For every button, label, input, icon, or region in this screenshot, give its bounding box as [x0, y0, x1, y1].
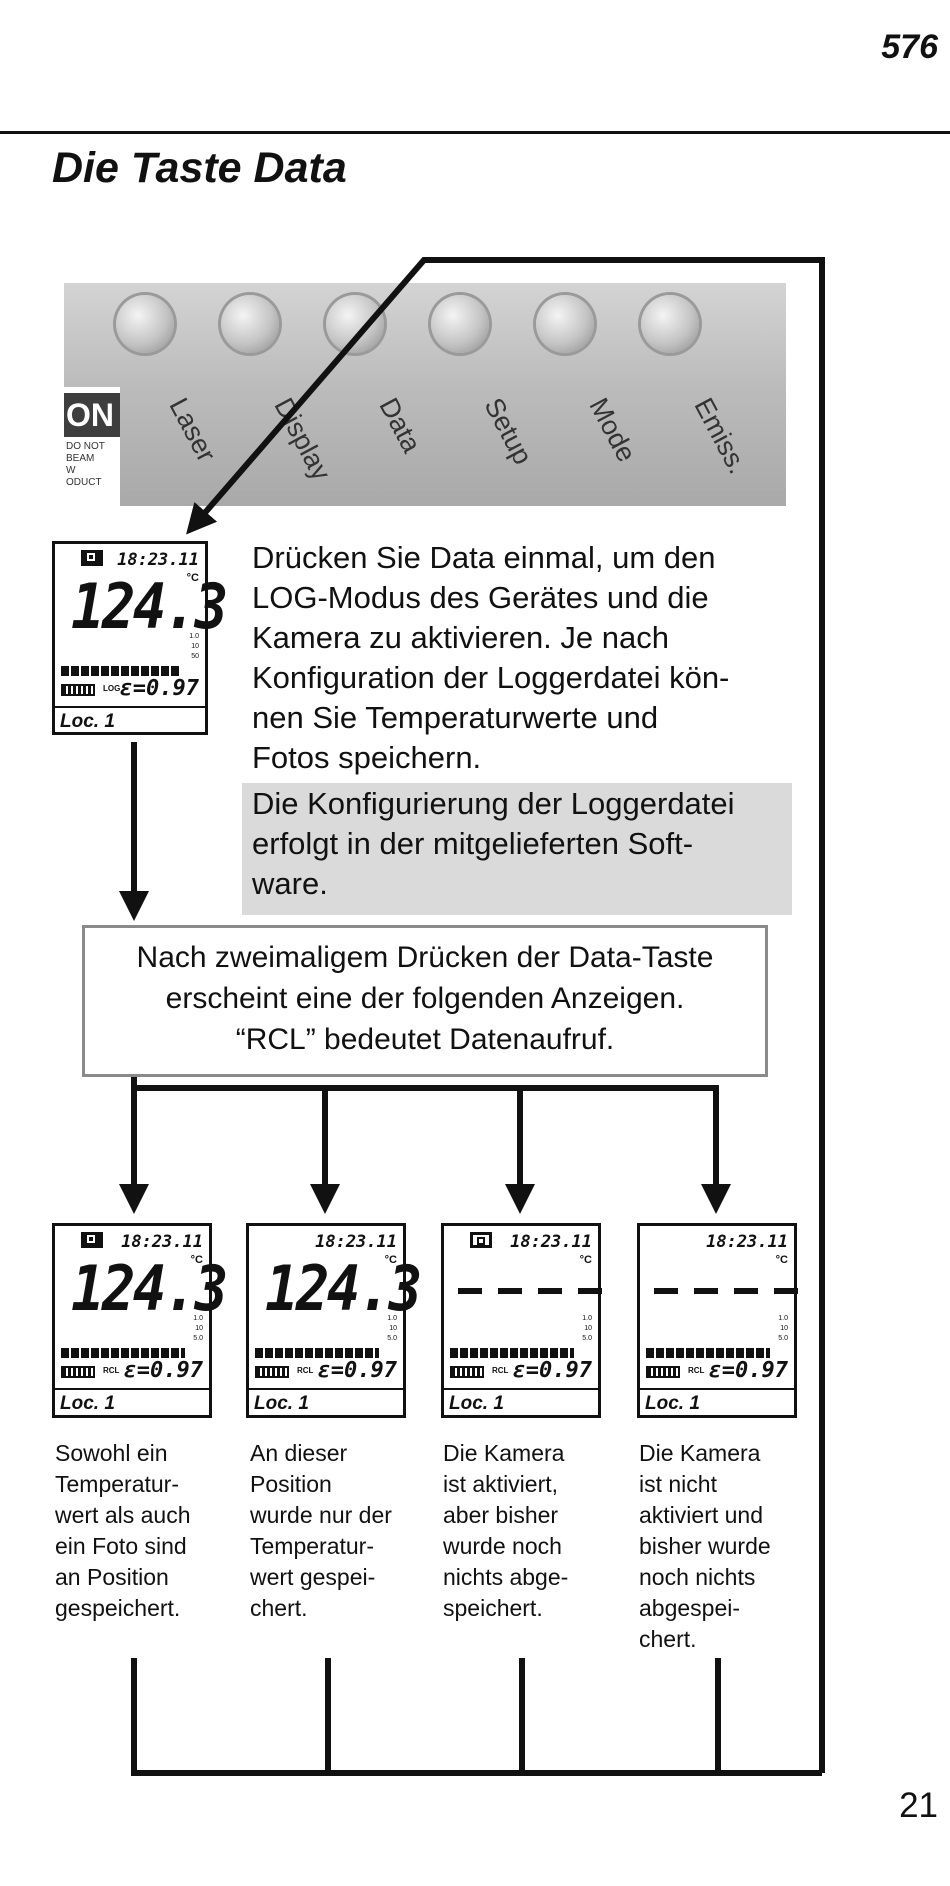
- bar-graph: [646, 1348, 770, 1358]
- lcd-emissivity: ε=0.97: [120, 676, 199, 701]
- lcd-time: 18:23.11: [315, 1232, 397, 1252]
- battery-icon: [255, 1366, 289, 1378]
- lcd-emissivity: ε=0.97: [318, 1358, 397, 1383]
- lcd-location: Loc. 1: [55, 1388, 209, 1418]
- lcd-time: 18:23.11: [510, 1232, 592, 1252]
- lcd-emissivity: ε=0.97: [513, 1358, 592, 1383]
- camera-icon: [81, 1232, 103, 1248]
- battery-icon: [450, 1366, 484, 1378]
- lcd-mode-tag: RCL: [103, 1366, 119, 1375]
- lcd-emissivity: ε=0.97: [124, 1358, 203, 1383]
- battery-icon: [646, 1366, 680, 1378]
- lcd-location: Loc. 1: [640, 1388, 794, 1418]
- lcd-unit: °C: [776, 1254, 788, 1266]
- lcd-location: Loc. 1: [444, 1388, 598, 1418]
- lcd-dashes: [654, 1288, 804, 1294]
- lcd-mode-tag: LOG: [103, 684, 120, 693]
- bar-graph: [255, 1348, 379, 1358]
- camera-icon: [81, 550, 103, 566]
- lcd-time: 18:23.11: [121, 1232, 203, 1252]
- lcd-mode-tag: RCL: [492, 1366, 508, 1375]
- bar-graph: [61, 666, 179, 676]
- battery-icon: [61, 684, 95, 696]
- battery-icon: [61, 1366, 95, 1378]
- lcd-time: 18:23.11: [706, 1232, 788, 1252]
- camera-outline-icon: [470, 1232, 492, 1248]
- lcd-temperature: 124.3: [71, 570, 225, 643]
- bar-graph: [61, 1348, 185, 1358]
- lcd-emissivity: ε=0.97: [709, 1358, 788, 1383]
- lcd-location: Loc. 1: [249, 1388, 403, 1418]
- lcd-mode-tag: RCL: [688, 1366, 704, 1375]
- page-number: 21: [899, 1786, 938, 1826]
- bar-graph: [450, 1348, 574, 1358]
- lcd-unit: °C: [580, 1254, 592, 1266]
- lcd-time: 18:23.11: [117, 550, 199, 570]
- lcd-dashes: [458, 1288, 608, 1294]
- lcd-mode-tag: RCL: [297, 1366, 313, 1375]
- lcd-location: Loc. 1: [55, 706, 205, 736]
